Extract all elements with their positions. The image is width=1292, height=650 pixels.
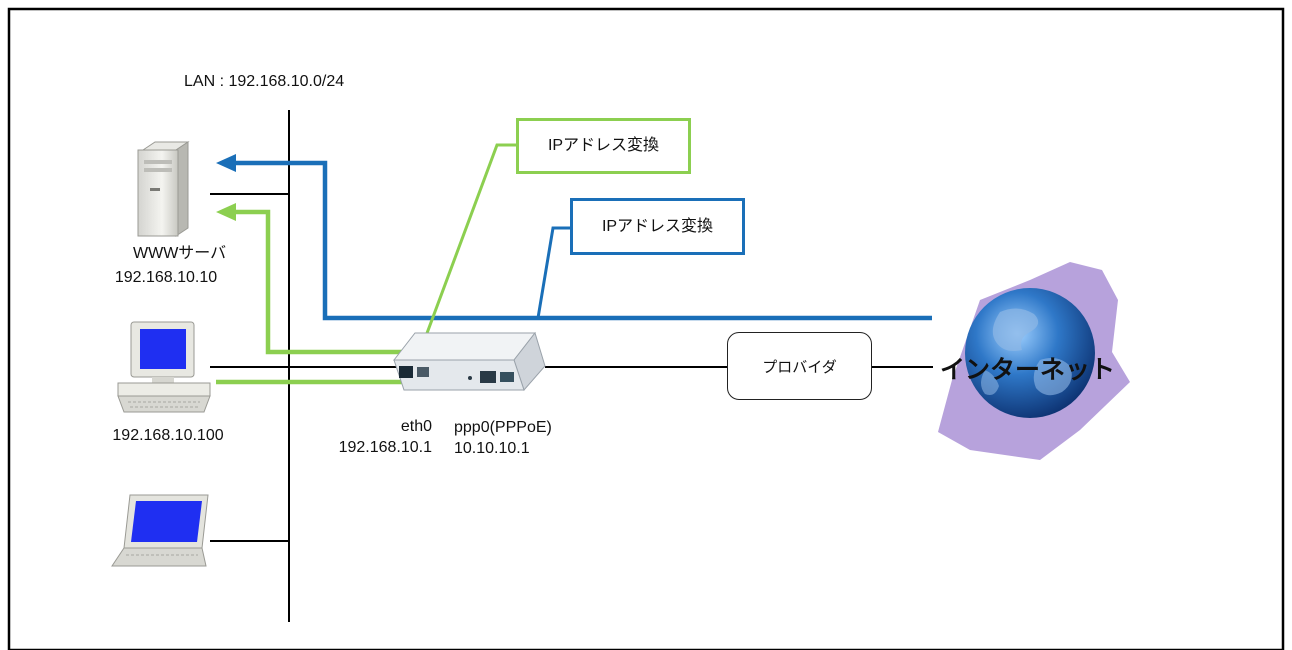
internet-label: インターネット bbox=[940, 356, 1116, 384]
www-server-ip: 192.168.10.10 bbox=[114, 269, 218, 286]
internet-globe-icon bbox=[938, 262, 1130, 460]
router-wan-ip: 10.10.10.1 bbox=[454, 440, 530, 457]
provider-box: プロバイダ bbox=[727, 332, 872, 400]
nat-callout-blue: IPアドレス変換 bbox=[570, 198, 745, 255]
pc-icon bbox=[117, 321, 211, 413]
diagram-frame bbox=[7, 7, 1285, 650]
router-wan-if: ppp0(PPPoE) bbox=[454, 419, 552, 436]
router-lan-if: eth0 bbox=[400, 418, 432, 435]
green-callout-leader bbox=[418, 143, 516, 353]
router-lan-ip: 192.168.10.1 bbox=[338, 439, 432, 456]
nat-callout-green: IPアドレス変換 bbox=[516, 118, 691, 174]
green-nat-path bbox=[216, 209, 417, 385]
blue-callout-leader bbox=[536, 226, 570, 319]
blue-arrowhead bbox=[216, 154, 236, 172]
blue-nat-path bbox=[232, 160, 932, 321]
server-icon bbox=[137, 141, 190, 237]
green-arrowhead bbox=[216, 203, 236, 221]
laptop-icon bbox=[111, 494, 209, 567]
www-server-name: WWWサーバ bbox=[133, 245, 227, 262]
router-icon bbox=[392, 331, 546, 391]
pc-ip: 192.168.10.100 bbox=[112, 427, 224, 444]
lan-label: LAN : 192.168.10.0/24 bbox=[184, 73, 345, 90]
